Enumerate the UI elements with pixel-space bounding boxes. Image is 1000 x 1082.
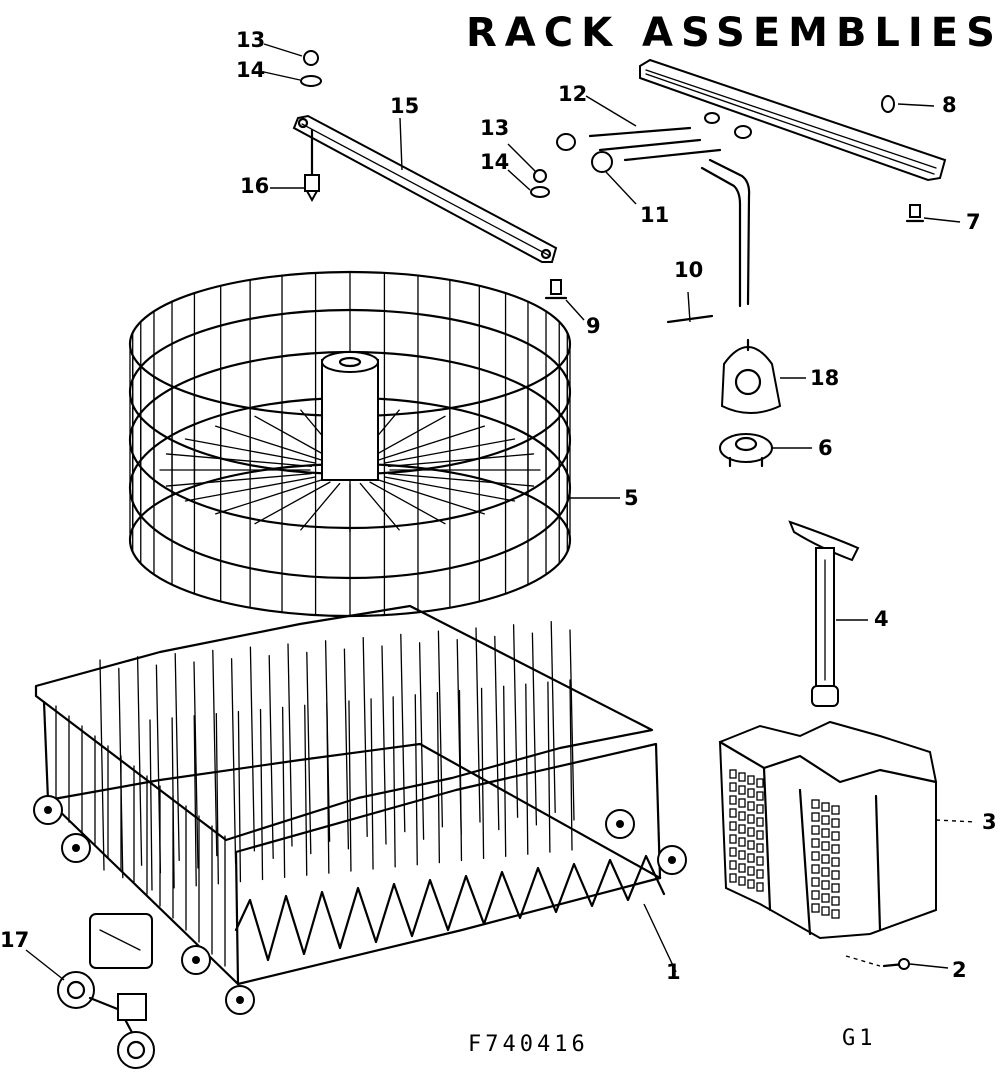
callout-2: 2 [952,958,967,982]
callout-5: 5 [624,486,639,510]
nut-washer-middle [530,169,550,198]
leader-lines [25,43,977,981]
ball-11 [591,151,613,173]
screw-2 [882,958,910,970]
drawing-number: F740416 [468,1032,589,1057]
right-rail [639,58,947,182]
upper-rack-5 [128,270,572,618]
tube-4 [788,520,860,707]
manifold-18 [720,338,782,414]
callout-14b: 14 [480,150,510,174]
callout-3: 3 [982,810,997,834]
stud-16 [304,128,320,203]
callout-14a: 14 [236,58,266,82]
callout-8: 8 [942,93,957,117]
page-code: G1 [842,1026,877,1051]
callout-6: 6 [818,436,833,460]
spray-arm-12 [556,112,752,308]
callout-13b: 13 [480,116,510,140]
track-rail-15 [292,114,558,263]
bolt-9 [544,279,568,300]
callout-11: 11 [640,203,670,227]
roller-assembly-17 [57,913,155,1069]
callout-7: 7 [966,210,981,234]
screw-7 [905,204,925,223]
callout-17: 17 [0,928,30,952]
diagram-title: RACK ASSEMBLIES [466,10,1000,56]
callout-15: 15 [390,94,420,118]
callout-1: 1 [666,960,681,984]
nut-washer-left [300,50,322,87]
callout-10: 10 [674,258,704,282]
callout-12: 12 [558,82,588,106]
cap-8 [881,95,895,113]
silverware-basket-3 [718,720,938,940]
callout-13a: 13 [236,28,266,52]
hub-6 [719,433,773,468]
callout-16: 16 [240,174,270,198]
lower-rack-1 [33,604,687,1015]
callout-18: 18 [810,366,840,390]
callout-4: 4 [874,607,889,631]
callout-9: 9 [586,314,601,338]
